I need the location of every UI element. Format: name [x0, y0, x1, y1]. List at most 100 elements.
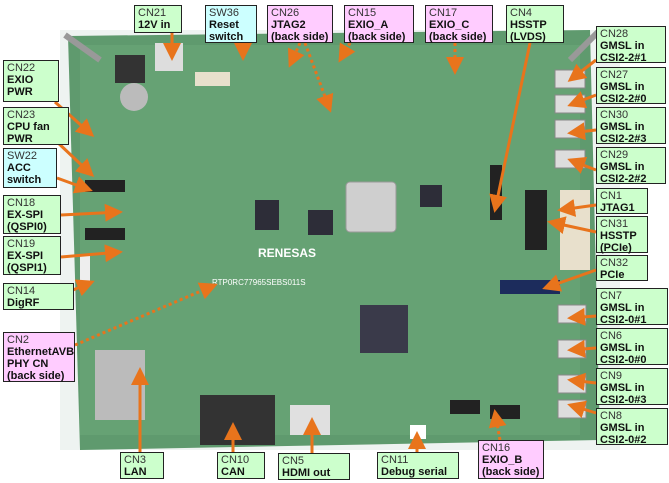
connector-name: JTAG2 (back side) [271, 19, 329, 43]
connector-id: CN15 [348, 7, 377, 19]
connector-id: CN5 [282, 455, 305, 467]
connector-name: EXIO_A (back side) [348, 19, 406, 43]
connector-name: HSSTP (PCIe) [600, 230, 637, 254]
connector-name: GMSL in CSI2-2#3 [600, 121, 647, 145]
connector-id: CN10 [221, 454, 250, 466]
connector-id: SW36 [209, 7, 239, 19]
connector-id: CN29 [600, 149, 629, 161]
connector-name: EthernetAVB PHY CN (back side) [7, 346, 75, 382]
connector-id: CN16 [482, 442, 511, 454]
connector-name: CPU fan PWR [7, 121, 50, 145]
connector-id: CN19 [7, 238, 36, 250]
connector-id: CN21 [138, 7, 167, 19]
connector-id: CN8 [600, 410, 623, 422]
connector-name: Reset switch [209, 19, 244, 43]
connector-name: GMSL in CSI2-0#0 [600, 342, 647, 366]
connector-name: EXIO_B (back side) [482, 454, 540, 478]
hsstp-pcie [525, 190, 547, 250]
connector-id: CN9 [600, 370, 623, 382]
connector-name: GMSL in CSI2-2#0 [600, 81, 647, 105]
chip [360, 305, 408, 353]
connector-name: JTAG1 [600, 202, 635, 214]
connector-id: CN30 [600, 109, 629, 121]
chip [255, 200, 279, 230]
connector-name: ACC switch [7, 162, 42, 186]
connector-name: LAN [124, 466, 147, 478]
connector-id: CN23 [7, 109, 36, 121]
connector-id: CN7 [600, 290, 623, 302]
header-cn18 [85, 180, 125, 192]
board-part-number: RTP0RC77965SEBS011S [212, 278, 306, 287]
connector-name: CAN [221, 466, 245, 478]
connector-id: CN18 [7, 197, 36, 209]
connector-name: GMSL in CSI2-2#2 [600, 161, 647, 185]
fan-connector [195, 72, 230, 86]
connector-name: GMSL in CSI2-2#1 [600, 40, 647, 64]
digrf-connector [80, 255, 90, 285]
connector-id: CN28 [600, 28, 629, 40]
connector-id: CN4 [510, 7, 533, 19]
connector-name: HDMI out [282, 467, 331, 479]
connector-name: EXIO_C (back side) [429, 19, 487, 43]
connector-name: 12V in [138, 19, 171, 31]
connector-id: SW22 [7, 150, 37, 162]
connector-name: EXIO PWR [7, 74, 34, 98]
capacitor [120, 83, 148, 111]
connector-id: CN11 [381, 454, 409, 466]
connector-name: Debug serial [381, 466, 448, 478]
connector-name: HSSTP (LVDS) [510, 19, 547, 43]
connector-id: CN3 [124, 454, 147, 466]
connector-name: DigRF [7, 297, 40, 309]
board-brand: RENESAS [258, 246, 316, 260]
soc-chip [345, 181, 397, 233]
connector-name: GMSL in CSI2-0#2 [600, 422, 647, 446]
connector-name: PCIe [600, 269, 625, 281]
connector-name: EX-SPI (QSPI1) [7, 250, 47, 274]
connector-name: GMSL in CSI2-0#1 [600, 302, 647, 326]
connector-id: CN22 [7, 62, 36, 74]
lan-jack [95, 350, 145, 420]
chip [420, 185, 442, 207]
connector-id: CN27 [600, 69, 629, 81]
connector-id: CN14 [7, 285, 36, 297]
connector-name: GMSL in CSI2-0#3 [600, 382, 647, 406]
connector-id: CN6 [600, 330, 623, 342]
connector-id: CN32 [600, 257, 629, 269]
chip [308, 210, 333, 235]
connector-id: CN31 [600, 218, 629, 230]
regulator [115, 55, 145, 83]
header-cn19 [85, 228, 125, 240]
connector-id: CN17 [429, 7, 458, 19]
connector-name: EX-SPI (QSPI0) [7, 209, 47, 233]
connector-id: CN26 [271, 7, 300, 19]
